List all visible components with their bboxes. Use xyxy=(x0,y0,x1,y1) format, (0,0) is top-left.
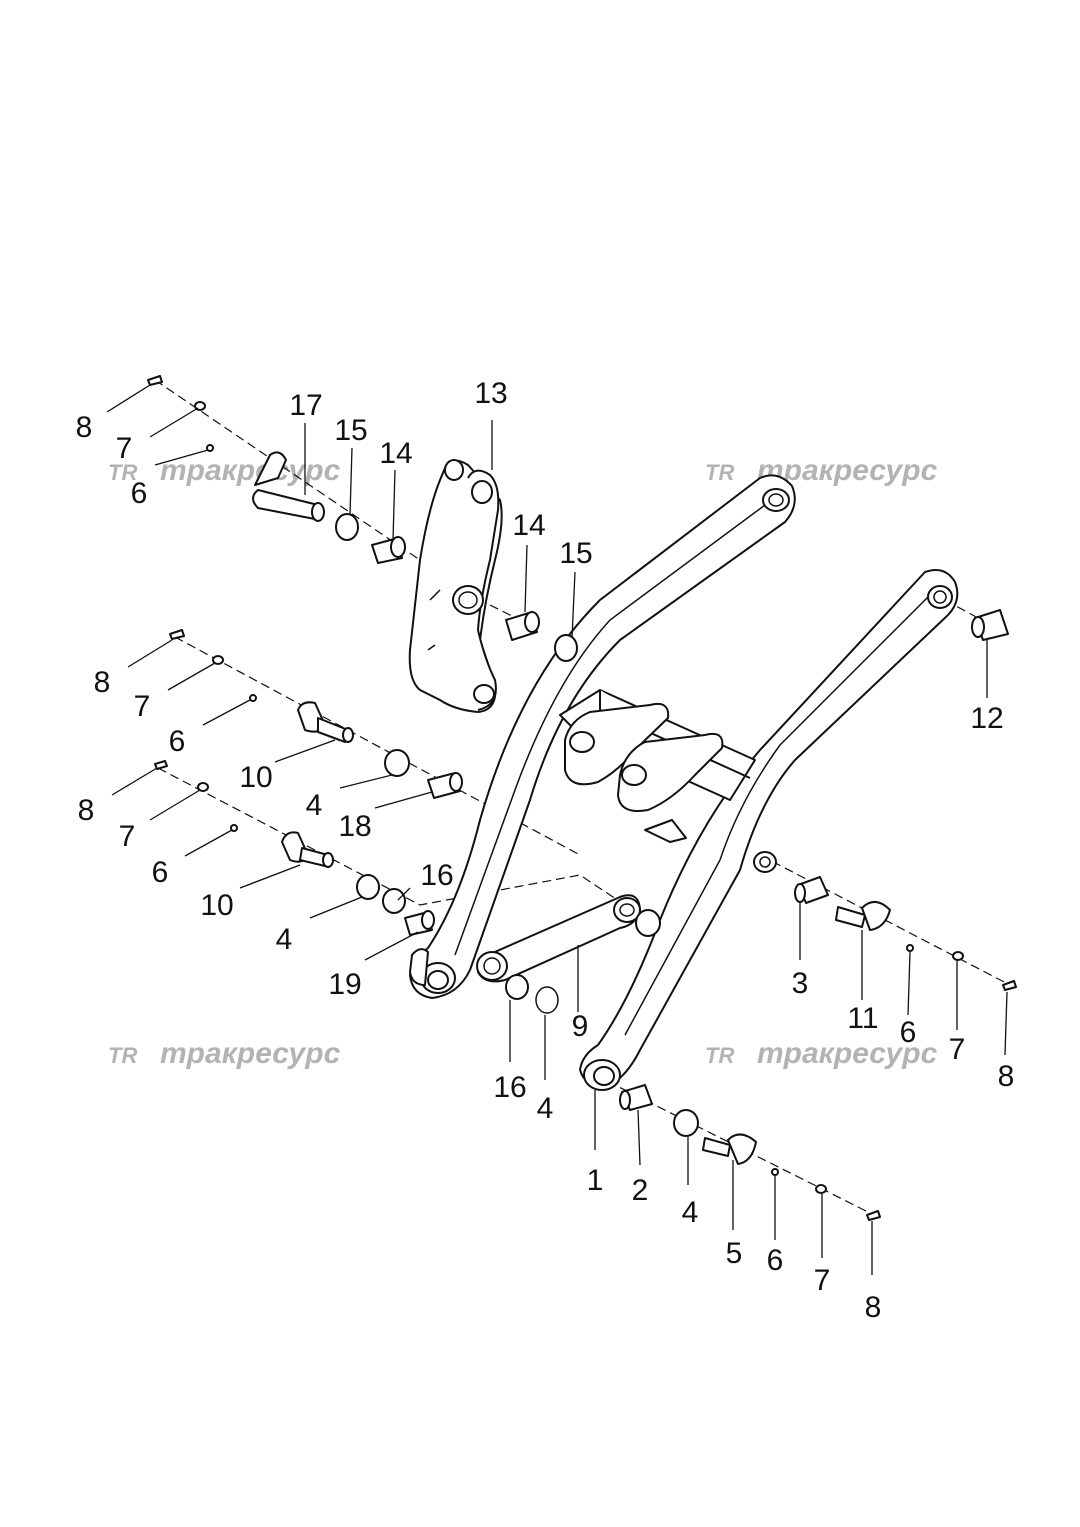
watermark-logo: TR xyxy=(108,460,137,485)
bushing-14a xyxy=(371,536,406,564)
callout-8: 8 xyxy=(865,1291,882,1324)
callout-18: 18 xyxy=(338,810,371,843)
callout-16: 16 xyxy=(420,859,453,892)
cross-tube xyxy=(559,689,756,843)
callout-12: 12 xyxy=(970,702,1003,735)
callout-13: 13 xyxy=(474,377,507,410)
oring-15a xyxy=(335,513,359,541)
watermark-text: тракресурс xyxy=(160,454,341,487)
bushing-3 xyxy=(794,876,829,904)
bolt-8d xyxy=(1002,980,1017,991)
callout-6: 6 xyxy=(900,1016,917,1049)
callout-10: 10 xyxy=(200,889,233,922)
callout-17: 17 xyxy=(289,389,322,422)
callout-6: 6 xyxy=(152,856,169,889)
watermark-logo: TR xyxy=(705,460,734,485)
bushing-18 xyxy=(427,772,463,799)
lift-arm-left xyxy=(409,474,796,999)
callout-4: 4 xyxy=(276,923,293,956)
watermark-top-right: TR тракресурс xyxy=(705,454,938,487)
callout-6: 6 xyxy=(131,477,148,510)
arm-mid-bore xyxy=(753,851,777,873)
callout-4: 4 xyxy=(682,1196,699,1229)
bushing-14b xyxy=(505,611,540,641)
callout-11: 11 xyxy=(847,1002,878,1035)
oring-16b xyxy=(505,974,529,1000)
callout-7: 7 xyxy=(814,1264,831,1297)
washer-7d xyxy=(952,951,964,961)
watermark-text: тракресурс xyxy=(160,1037,341,1070)
bolt-8a xyxy=(147,375,163,386)
callout-4: 4 xyxy=(306,789,323,822)
callout-8: 8 xyxy=(78,794,95,827)
washer-7c xyxy=(197,782,209,792)
pin-11 xyxy=(835,901,891,931)
arm-top-bore xyxy=(927,585,953,609)
callout-7: 7 xyxy=(119,820,136,853)
pin-17 xyxy=(252,451,325,522)
pin-10a xyxy=(297,701,354,743)
watermark-text: тракресурс xyxy=(757,1037,938,1070)
pin-10b xyxy=(281,831,334,868)
callout-10: 10 xyxy=(239,761,272,794)
callout-8: 8 xyxy=(76,411,93,444)
bushing-12 xyxy=(971,609,1009,641)
nipple-6a xyxy=(206,444,214,452)
callout-7: 7 xyxy=(116,432,133,465)
watermark-top-left: TR тракресурс xyxy=(108,454,341,487)
link-bar xyxy=(476,894,641,983)
oring-4a xyxy=(384,749,410,777)
callout-6: 6 xyxy=(767,1244,784,1277)
callouts: 8 7 6 17 15 14 13 14 15 8 7 6 10 4 18 8 … xyxy=(76,377,1015,1324)
shim-4 xyxy=(535,986,559,1014)
watermark-bottom-right: TR тракресурс xyxy=(705,1037,938,1070)
oring-15b xyxy=(554,634,578,662)
washer-7b xyxy=(212,655,224,665)
callout-3: 3 xyxy=(792,967,809,1000)
nipple-6e xyxy=(771,1168,779,1176)
washer-7e xyxy=(815,1184,827,1194)
bushing-19 xyxy=(404,910,435,936)
callout-5: 5 xyxy=(726,1237,743,1270)
nipple-6d xyxy=(906,944,914,952)
callout-4: 4 xyxy=(537,1092,554,1125)
callout-19: 19 xyxy=(328,968,361,1001)
callout-2: 2 xyxy=(632,1174,649,1207)
lift-arm-right xyxy=(579,569,959,1091)
callout-9: 9 xyxy=(572,1010,589,1043)
watermark-bottom-left: TR тракресурс xyxy=(108,1037,341,1070)
oring-link xyxy=(635,909,661,937)
nipple-6b xyxy=(249,694,257,702)
callout-1: 1 xyxy=(587,1164,604,1197)
bolt-8c xyxy=(154,760,168,770)
oring-4c xyxy=(673,1109,699,1137)
arm-top-bore xyxy=(762,488,790,512)
oring-4b xyxy=(356,874,380,900)
callout-8: 8 xyxy=(998,1060,1015,1093)
bushing-2 xyxy=(619,1084,653,1111)
bolt-8b xyxy=(169,629,185,640)
bellcrank xyxy=(408,459,503,713)
leader-lines xyxy=(106,384,1008,1275)
bolt-8e xyxy=(866,1210,881,1221)
callout-8: 8 xyxy=(94,666,111,699)
watermark-logo: TR xyxy=(108,1043,137,1068)
callout-7: 7 xyxy=(949,1033,966,1066)
watermark-logo: TR xyxy=(705,1043,734,1068)
callout-16: 16 xyxy=(493,1071,526,1104)
callout-14: 14 xyxy=(512,509,545,542)
callout-7: 7 xyxy=(134,690,151,723)
oring-16a xyxy=(382,888,406,914)
bellcrank-pivot-bore xyxy=(452,585,484,615)
nipple-6c xyxy=(230,824,238,832)
callout-15: 15 xyxy=(334,414,367,447)
callout-14: 14 xyxy=(379,437,412,470)
fasteners xyxy=(147,375,1017,1221)
pin-5 xyxy=(702,1133,757,1165)
callout-15: 15 xyxy=(559,537,592,570)
callout-6: 6 xyxy=(169,725,186,758)
